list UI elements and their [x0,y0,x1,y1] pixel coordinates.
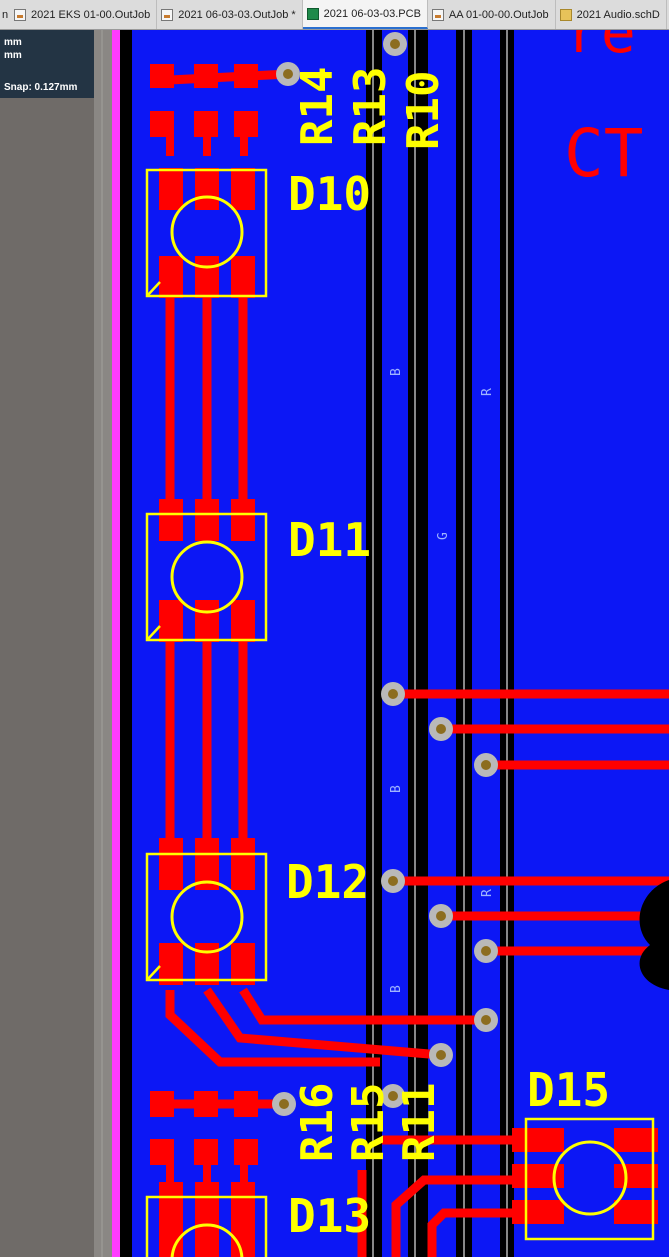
grid-margin [94,30,112,1257]
designator-r16: R16 [292,1083,343,1162]
via [381,682,405,706]
designator-r10: R10 [398,71,449,150]
via [474,1008,498,1032]
tab-aa-outjob[interactable]: AA 01-00-00.OutJob [428,0,556,29]
partial-text-ct: CT [564,115,643,192]
silkscreen-designators: D10 D11 D12 D13 D15 R14 R13 R10 R16 R15 … [286,67,610,1243]
unit-readout-1: mm [4,37,22,48]
heads-up-info-panel: mm mm Snap: 0.127mm [0,30,94,98]
unit-readout-2: mm [4,50,22,61]
tab-partial[interactable]: n [2,8,9,21]
net-label-g: G [436,532,451,540]
net-labels: B R G B R B [389,368,495,993]
led-footprint-d10[interactable] [145,168,268,298]
designator-r13: R13 [345,67,396,146]
via [272,1092,296,1116]
net-label-b: B [389,985,404,993]
led-footprint-d12[interactable] [145,838,268,985]
designator-d10: D10 [288,167,371,221]
designator-d12: D12 [286,855,369,909]
via [474,939,498,963]
outjob-icon [431,8,444,21]
designator-d13: D13 [288,1189,371,1243]
keepout-edge [112,30,120,1257]
document-tab-bar: n 2021 EKS 01-00.OutJob 2021 06-03-03.Ou… [0,0,669,30]
pcb-canvas[interactable]: D10 D11 D12 D13 D15 R14 R13 R10 R16 R15 … [94,30,669,1257]
tab-060303-pcb[interactable]: 2021 06-03-03.PCB [302,0,428,29]
led-footprint-d13[interactable] [145,1182,268,1257]
via [383,32,407,56]
designator-r11: R11 [394,1083,445,1162]
led-footprint-d15[interactable] [512,1117,658,1241]
via [381,869,405,893]
resistor-array-top [150,64,258,156]
via [276,62,300,86]
outjob-icon [161,8,174,21]
via [429,904,453,928]
via [474,753,498,777]
outjob-icon [14,8,26,21]
tab-060303-outjob[interactable]: 2021 06-03-03.OutJob * [157,0,303,29]
workspace-margin [0,98,94,1257]
tab-audio-schematic[interactable]: 2021 Audio.schD [556,0,667,29]
net-label-b: B [389,368,404,376]
designator-r15: R15 [343,1083,394,1162]
net-label-r: R [480,889,495,897]
via [429,1043,453,1067]
via [381,1084,405,1108]
vias [272,32,669,1116]
copper-traces [156,69,669,1257]
top-layer-text: re CT [564,30,643,192]
tab-eks-outjob[interactable]: 2021 EKS 01-00.OutJob [10,0,158,29]
clearance-region [639,880,669,990]
snap-readout: Snap: 0.127mm [4,82,78,93]
via [429,717,453,741]
partial-text-top: re [566,30,636,66]
designator-d15: D15 [527,1063,610,1117]
designator-d11: D11 [288,513,371,567]
net-label-r: R [480,388,495,396]
resistor-array-bottom [150,1091,258,1194]
designator-r14: R14 [292,67,343,146]
net-label-b: B [389,785,404,793]
led-footprint-d11[interactable] [145,499,268,642]
schematic-icon [559,8,572,21]
board-edge [120,30,132,1257]
pcb-icon [306,7,319,20]
bus-channels [366,30,514,1257]
